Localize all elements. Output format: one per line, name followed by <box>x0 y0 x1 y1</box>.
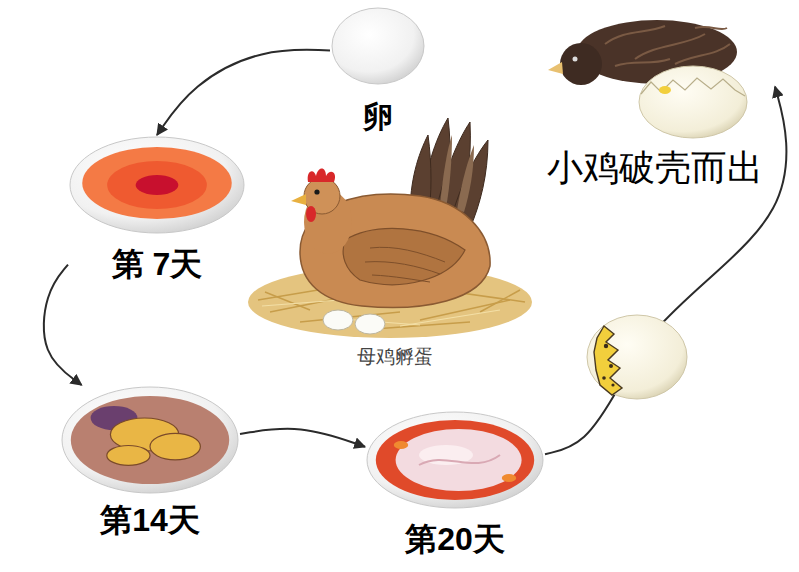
straw-strands <box>265 292 310 310</box>
egg-shell <box>332 8 424 84</box>
wet-feathers <box>605 26 730 66</box>
chick-stage: 小鸡破壳而出 <box>535 4 775 188</box>
egg-stage: 卵 <box>330 6 426 133</box>
straw-strands <box>262 300 340 306</box>
yolk-patch <box>150 433 200 459</box>
chick-head <box>560 43 602 85</box>
membrane <box>376 420 534 500</box>
membrane <box>71 396 229 484</box>
stage-picture <box>548 20 747 138</box>
stage-label: 第14天 <box>60 503 240 538</box>
hen-eye <box>314 189 319 194</box>
tail-highlights <box>440 135 452 208</box>
crack-opening <box>594 326 622 395</box>
egg-shell <box>62 387 238 493</box>
stage-picture <box>60 385 240 495</box>
egg-stage: 第14天 <box>60 385 240 538</box>
wing-feather-lines <box>365 247 445 282</box>
stage-label: 第 7天 <box>68 247 246 282</box>
crack-marks <box>602 344 614 387</box>
egg-stage: 第 7天 <box>68 135 246 282</box>
stage-label: 第20天 <box>365 522 545 557</box>
egg-shell <box>70 137 244 233</box>
yolk <box>82 147 232 219</box>
stage-picture <box>545 4 765 140</box>
connector-arrow <box>44 265 82 385</box>
stage-picture <box>332 8 424 84</box>
egg-shell <box>639 66 747 138</box>
wet-feathers <box>605 26 665 44</box>
connector-arrow <box>157 50 330 135</box>
stage-picture <box>70 137 244 233</box>
crack-marks <box>604 344 608 348</box>
connector-arrow <box>545 87 786 455</box>
wet-feathers <box>635 34 705 59</box>
hen-wing <box>343 229 465 285</box>
hen-beak <box>291 194 306 205</box>
wing-feather-lines <box>365 262 440 274</box>
wing-feather-lines <box>370 247 445 262</box>
crack-marks <box>609 364 613 368</box>
nest-egg <box>323 310 353 330</box>
stage-picture <box>62 387 238 493</box>
tail-highlights <box>457 145 474 212</box>
wet-feathers <box>695 27 727 29</box>
straw-strands <box>480 290 520 312</box>
stage-picture <box>330 6 426 86</box>
embryo-chick <box>396 429 522 491</box>
nest-egg <box>355 314 385 334</box>
embryo-spot <box>136 175 179 195</box>
stage-picture <box>68 135 246 235</box>
caption-label: 母鸡孵蛋 <box>357 347 433 368</box>
feather-line <box>419 455 500 465</box>
shell-crack-edge <box>641 78 745 96</box>
connector-arrow <box>240 429 365 447</box>
crack-marks <box>611 383 614 386</box>
hen-wattle <box>306 206 316 222</box>
chick-beak <box>548 62 563 74</box>
stage-picture <box>365 410 545 510</box>
wet-feathers <box>675 44 730 64</box>
yolk-fleck <box>659 86 671 94</box>
stage-label: 小鸡破壳而出 <box>535 148 775 188</box>
hatching-egg-illustration <box>587 315 687 399</box>
stage-label: 卵 <box>330 100 426 133</box>
hen-comb <box>308 169 335 183</box>
chick-eye <box>573 57 578 62</box>
yolk-patch <box>107 446 150 466</box>
stage-picture <box>367 412 543 508</box>
straw-strands <box>400 310 500 326</box>
yolk-fleck <box>502 474 516 482</box>
wet-feathers <box>615 59 670 66</box>
hen-illustration <box>248 118 532 338</box>
crack-marks <box>602 376 606 380</box>
wing-feather-lines <box>372 275 430 282</box>
egg-shell <box>367 412 543 508</box>
tail-highlights <box>440 135 474 212</box>
egg-stage: 第20天 <box>365 410 545 557</box>
yolk-center <box>107 161 207 209</box>
yolk-fleck <box>394 441 408 449</box>
hatching-egg-shell <box>587 315 687 399</box>
